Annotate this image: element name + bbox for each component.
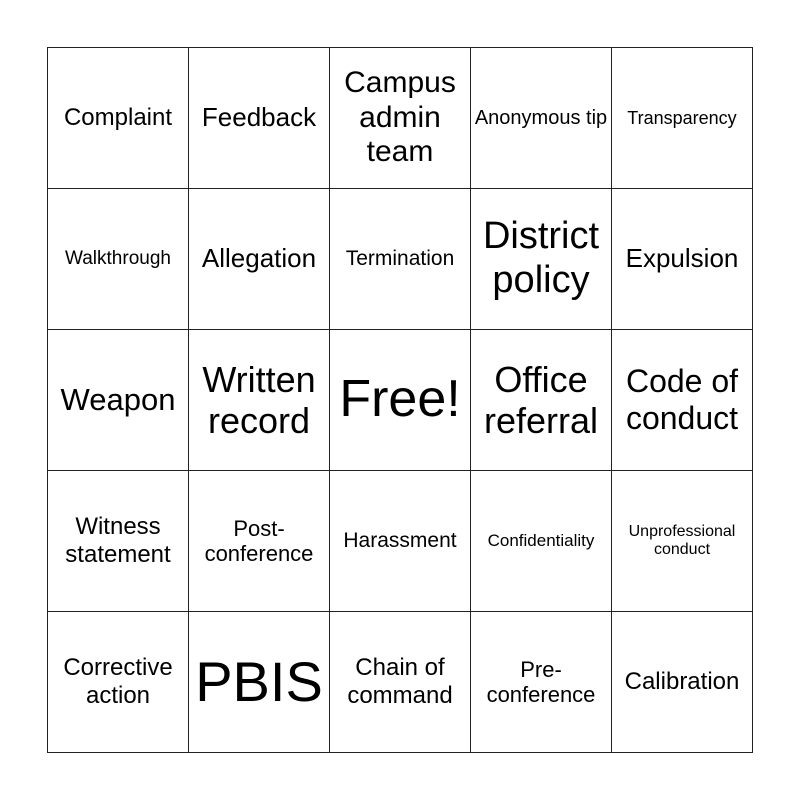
- bingo-cell-r5c2[interactable]: PBIS: [189, 612, 330, 753]
- cell-label: Weapon: [60, 382, 176, 418]
- cell-label: Written record: [202, 358, 316, 441]
- cell-label: Pre-conference: [486, 656, 596, 707]
- cell-label: Corrective action: [63, 654, 173, 709]
- cell-label: Code of conduct: [625, 363, 739, 436]
- bingo-cell-free-space[interactable]: Free!: [330, 330, 471, 471]
- free-space-label: Free!: [339, 370, 461, 429]
- cell-label: Unprofessional conduct: [628, 522, 736, 558]
- bingo-cell-r4c1[interactable]: Witness statement: [48, 471, 189, 612]
- bingo-cell-r3c2[interactable]: Written record: [189, 330, 330, 471]
- cell-label: Complaint: [63, 104, 173, 132]
- cell-label: District policy: [482, 215, 600, 301]
- cell-label: Allegation: [201, 243, 317, 274]
- bingo-cell-r3c4[interactable]: Office referral: [471, 330, 612, 471]
- cell-label: Office referral: [483, 358, 599, 441]
- bingo-cell-r2c3[interactable]: Termination: [330, 189, 471, 330]
- bingo-cell-r1c3[interactable]: Campus admin team: [330, 48, 471, 189]
- bingo-cell-r5c4[interactable]: Pre-conference: [471, 612, 612, 753]
- bingo-cell-r2c4[interactable]: District policy: [471, 189, 612, 330]
- cell-label: Chain of command: [347, 654, 453, 709]
- bingo-cell-r3c5[interactable]: Code of conduct: [612, 330, 753, 471]
- bingo-cell-r4c3[interactable]: Harassment: [330, 471, 471, 612]
- bingo-cell-r5c1[interactable]: Corrective action: [48, 612, 189, 753]
- bingo-cell-r2c2[interactable]: Allegation: [189, 189, 330, 330]
- bingo-cell-r4c5[interactable]: Unprofessional conduct: [612, 471, 753, 612]
- cell-label: Post-conference: [204, 515, 314, 566]
- cell-label: Termination: [345, 246, 455, 270]
- cell-label: Walkthrough: [65, 248, 171, 270]
- bingo-cell-r1c4[interactable]: Anonymous tip: [471, 48, 612, 189]
- bingo-cell-r3c1[interactable]: Weapon: [48, 330, 189, 471]
- bingo-cell-r1c2[interactable]: Feedback: [189, 48, 330, 189]
- cell-label: Confidentiality: [487, 531, 595, 551]
- cell-label: Harassment: [343, 528, 457, 552]
- cell-label: Campus admin team: [344, 66, 456, 169]
- bingo-cell-r4c2[interactable]: Post-conference: [189, 471, 330, 612]
- bingo-cell-r2c1[interactable]: Walkthrough: [48, 189, 189, 330]
- bingo-cell-r4c4[interactable]: Confidentiality: [471, 471, 612, 612]
- cell-label: Witness statement: [65, 513, 171, 568]
- bingo-cell-r1c1[interactable]: Complaint: [48, 48, 189, 189]
- cell-label: Expulsion: [625, 243, 739, 274]
- cell-label: Anonymous tip: [474, 106, 608, 129]
- cell-label: Calibration: [624, 668, 740, 696]
- bingo-cell-r1c5[interactable]: Transparency: [612, 48, 753, 189]
- bingo-cell-r5c5[interactable]: Calibration: [612, 612, 753, 753]
- bingo-cell-r2c5[interactable]: Expulsion: [612, 189, 753, 330]
- cell-label: Transparency: [627, 107, 737, 128]
- bingo-board: Complaint Feedback Campus admin team Ano…: [47, 47, 753, 753]
- cell-label: Feedback: [201, 102, 317, 133]
- bingo-cell-r5c3[interactable]: Chain of command: [330, 612, 471, 753]
- cell-label: PBIS: [195, 649, 323, 713]
